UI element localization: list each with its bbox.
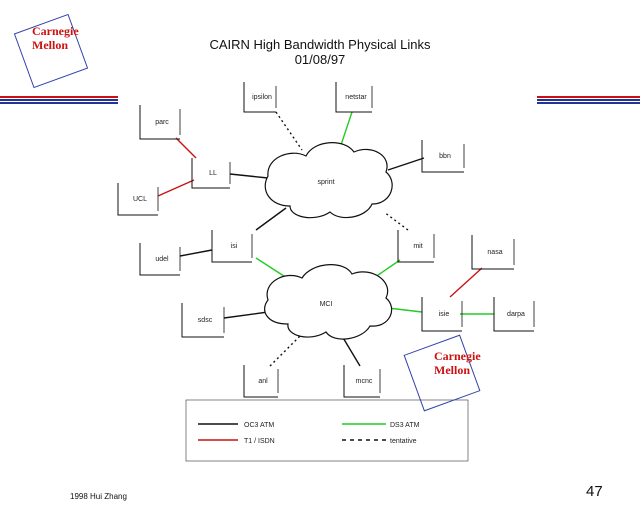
node-isi-label: isi: [231, 243, 238, 250]
node-isi: isi: [211, 230, 253, 263]
node-ipsilon-label: ipsilon: [252, 94, 272, 101]
node-udel-label: udel: [155, 256, 169, 263]
legend-item-t1: T1 / ISDN: [198, 438, 275, 445]
node-nasa-label: nasa: [487, 249, 502, 256]
cloud-sprint: sprint: [264, 142, 393, 219]
node-darpa-frame: [493, 297, 534, 332]
page-number: 47: [586, 483, 603, 500]
legend-label-oc3: OC3 ATM: [244, 422, 274, 429]
link-ll-sprint: [229, 173, 269, 179]
node-ll: LL: [191, 158, 231, 189]
link-isi-sprint: [255, 207, 287, 231]
node-isi-frame: [211, 230, 252, 263]
node-parc-frame: [139, 105, 180, 140]
link-mcnc-mci: [341, 335, 361, 367]
node-ipsilon: ipsilon: [243, 82, 277, 113]
node-parc-label: parc: [155, 119, 169, 126]
node-mcnc-frame: [343, 365, 380, 398]
node-nasa: nasa: [471, 235, 515, 270]
legend-layer: OC3 ATM DS3 ATM T1 / ISDN tentative: [198, 422, 420, 445]
link-isie-mci: [387, 307, 423, 313]
legend-label-ds3: DS3 ATM: [390, 422, 420, 429]
link-ucl-ll: [157, 179, 195, 197]
node-udel-frame: [139, 243, 180, 276]
link-udel-isi: [179, 249, 213, 257]
link-mit-sprint: [383, 211, 409, 231]
cloud-sprint-label: sprint: [317, 179, 334, 186]
node-bbn-frame: [421, 140, 464, 173]
link-nasa-isie: [449, 267, 483, 298]
logo-line2: Mellon: [32, 38, 68, 52]
link-parc-ll: [175, 137, 197, 159]
node-darpa-label: darpa: [507, 311, 525, 318]
node-mit-frame: [397, 230, 434, 263]
node-ll-frame: [191, 158, 230, 189]
node-ipsilon-frame: [243, 82, 276, 113]
diagram-date: 01/08/97: [294, 52, 346, 67]
node-netstar-label: netstar: [345, 94, 367, 101]
cloud-mci-shape: [264, 264, 393, 340]
link-ipsilon-sprint: [275, 111, 303, 151]
diagram-title: CAIRN High Bandwidth Physical Links: [209, 37, 431, 52]
node-netstar-frame: [335, 82, 372, 113]
node-parc: parc: [139, 105, 181, 140]
legend-label-t1: T1 / ISDN: [244, 438, 275, 445]
link-netstar-sprint: [339, 111, 353, 149]
cloud-mci: MCI: [264, 264, 393, 340]
node-mcnc-label: mcnc: [356, 378, 373, 385]
node-bbn-label: bbn: [439, 153, 451, 160]
node-nasa-frame: [471, 235, 514, 270]
legend-box: [185, 399, 469, 462]
link-anl-mci: [269, 335, 301, 367]
node-ll-label: LL: [209, 170, 217, 177]
legend-item-planned: tentative: [342, 438, 417, 445]
node-isie: isie: [421, 297, 463, 332]
link-bbn-sprint: [387, 157, 425, 171]
node-mit-label: mit: [413, 243, 422, 250]
node-anl-label: anl: [258, 378, 268, 385]
stripes-right: [537, 96, 640, 106]
legend-item-ds3: DS3 ATM: [342, 422, 420, 429]
cloud-sprint-shape: [264, 142, 393, 219]
logo2-line2: Mellon: [434, 363, 470, 377]
node-darpa: darpa: [493, 297, 535, 332]
node-mcnc: mcnc: [343, 365, 381, 398]
node-sdsc: sdsc: [181, 303, 225, 338]
node-isie-label: isie: [439, 311, 450, 318]
logo2-line1: Carnegie: [434, 349, 481, 363]
node-ucl: UCL: [117, 183, 159, 216]
node-netstar: netstar: [335, 82, 373, 113]
node-mit: mit: [397, 230, 435, 263]
link-sdsc-mci: [223, 311, 269, 319]
logo-line1: Carnegie: [32, 24, 79, 38]
node-ucl-frame: [117, 183, 158, 216]
node-sdsc-frame: [181, 303, 224, 338]
stripes-left: [0, 96, 118, 106]
node-udel: udel: [139, 243, 181, 276]
node-ucl-label: UCL: [133, 196, 147, 203]
node-anl: anl: [243, 365, 279, 398]
legend-item-oc3: OC3 ATM: [198, 422, 274, 429]
node-anl-frame: [243, 365, 278, 398]
node-isie-frame: [421, 297, 462, 332]
legend-label-planned: tentative: [390, 438, 417, 445]
cloud-mci-label: MCI: [320, 301, 333, 308]
node-sdsc-label: sdsc: [198, 317, 213, 324]
footer-credit: 1998 Hui Zhang: [70, 492, 127, 501]
node-bbn: bbn: [421, 140, 465, 173]
